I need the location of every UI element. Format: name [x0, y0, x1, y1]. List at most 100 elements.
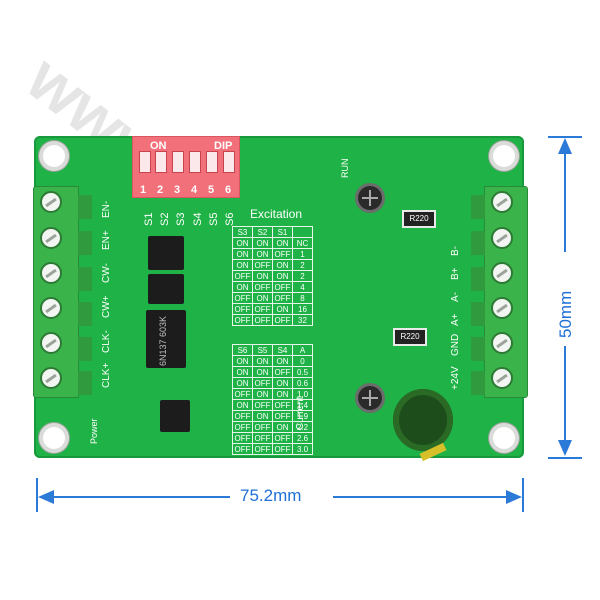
- table-cell: 1.4: [292, 399, 313, 411]
- dimension-extension-line: [548, 457, 582, 459]
- dip-switch: [132, 136, 240, 198]
- dip-on-label: ON: [150, 140, 167, 152]
- terminal-label-en-plus: EN+: [101, 230, 112, 250]
- table-cell: OFF: [272, 292, 293, 304]
- terminal-label-b-plus: B+: [450, 267, 461, 280]
- run-label: RUN: [340, 158, 350, 179]
- optocoupler-chip: [148, 236, 184, 270]
- arrow-up-icon: [558, 138, 572, 154]
- table-cell: ON: [272, 259, 293, 271]
- dip-number-6: 6: [225, 184, 232, 196]
- table-cell: OFF: [272, 366, 293, 378]
- power-resistor: R220: [393, 328, 427, 346]
- table-cell: ON: [272, 421, 293, 433]
- terminal-screw: [491, 191, 513, 213]
- table-cell: 0: [292, 355, 313, 367]
- table-cell: ON: [272, 355, 293, 367]
- terminal-screw: [40, 191, 62, 213]
- table-cell: ON: [232, 248, 253, 260]
- arrow-left-icon: [38, 490, 54, 504]
- table-cell: ON: [272, 270, 293, 282]
- dip-lever: [155, 151, 167, 173]
- table-cell: OFF: [232, 421, 253, 433]
- dip-lever: [223, 151, 235, 173]
- table-cell: 2: [292, 270, 313, 282]
- switch-label-s5: S5: [208, 212, 220, 226]
- table-cell: 16: [292, 303, 313, 315]
- terminal-label-24v: +24V: [450, 366, 461, 390]
- terminal-label-cw-minus: CW-: [101, 263, 112, 283]
- table-cell: OFF: [232, 292, 253, 304]
- table-cell: 2.6: [292, 432, 313, 444]
- table-cell: 4: [292, 281, 313, 293]
- width-dimension-label: 75.2mm: [240, 486, 302, 505]
- terminal-screw: [491, 367, 513, 389]
- mounting-hole: [493, 145, 515, 167]
- dip-lever: [139, 151, 151, 173]
- dip-number-2: 2: [157, 184, 164, 196]
- table-cell: ON: [252, 410, 273, 422]
- table-cell: ON: [232, 355, 253, 367]
- table-cell: ON: [232, 377, 253, 389]
- dip-number-5: 5: [208, 184, 215, 196]
- table-cell: OFF: [232, 443, 253, 455]
- table-cell: OFF: [252, 399, 273, 411]
- table-cell: ON: [272, 388, 293, 400]
- width-dimension-arrow: [333, 496, 519, 498]
- table-cell: ON: [252, 248, 273, 260]
- table-cell: 1: [292, 248, 313, 260]
- dimension-extension-line: [36, 478, 38, 512]
- switch-label-s6: S6: [224, 212, 236, 226]
- power-resistor: R220: [402, 210, 436, 228]
- dimension-extension-line: [522, 478, 524, 512]
- table-cell: 8: [292, 292, 313, 304]
- terminal-label-clk-minus: CLK-: [101, 330, 112, 353]
- height-dimension-arrow: [564, 140, 566, 252]
- table-cell: OFF: [232, 388, 253, 400]
- dip-number-1: 1: [140, 184, 147, 196]
- logic-chip: [160, 400, 190, 432]
- table-cell: 2: [292, 259, 313, 271]
- table-cell: ON: [252, 292, 273, 304]
- table-cell: OFF: [232, 432, 253, 444]
- heatsink-screw: [358, 186, 382, 210]
- dimension-extension-line: [548, 136, 582, 138]
- switch-label-s2: S2: [159, 212, 171, 226]
- terminal-label-clk-plus: CLK+: [101, 362, 112, 388]
- table-cell: OFF: [272, 432, 293, 444]
- electrolytic-capacitor: [393, 389, 453, 451]
- table-cell: OFF: [232, 303, 253, 315]
- ic-marking: 6N137 603K: [158, 315, 168, 366]
- table-cell: OFF: [252, 259, 273, 271]
- optocoupler-chip: [148, 274, 184, 304]
- terminal-screw: [491, 262, 513, 284]
- optocoupler-chip: [146, 310, 186, 368]
- table-cell: ON: [232, 259, 253, 271]
- table-cell: OFF: [252, 443, 273, 455]
- table-header: S3: [232, 226, 253, 238]
- terminal-label-gnd: GND: [450, 333, 461, 356]
- terminal-label-en-minus: EN-: [101, 200, 112, 218]
- table-cell: OFF: [272, 248, 293, 260]
- terminal-label-a-minus: A-: [450, 292, 461, 302]
- table-cell: OFF: [272, 443, 293, 455]
- table-cell: 1.0: [292, 388, 313, 400]
- table-cell: 32: [292, 314, 313, 326]
- table-cell: NC: [292, 237, 313, 249]
- switch-label-s1: S1: [143, 212, 155, 226]
- height-dimension-label: 50mm: [556, 290, 575, 338]
- table-cell: ON: [272, 303, 293, 315]
- width-dimension-arrow: [40, 496, 230, 498]
- table-cell: ON: [252, 388, 273, 400]
- table-header: [292, 226, 313, 238]
- table-header: S6: [232, 344, 253, 356]
- table-header: A: [292, 344, 313, 356]
- terminal-label-cw-plus: CW+: [101, 295, 112, 319]
- left-terminal-block: [33, 186, 92, 398]
- terminal-screw: [40, 227, 62, 249]
- dip-lever: [172, 151, 184, 173]
- table-cell: ON: [232, 281, 253, 293]
- table-cell: OFF: [232, 410, 253, 422]
- mounting-hole: [43, 427, 65, 449]
